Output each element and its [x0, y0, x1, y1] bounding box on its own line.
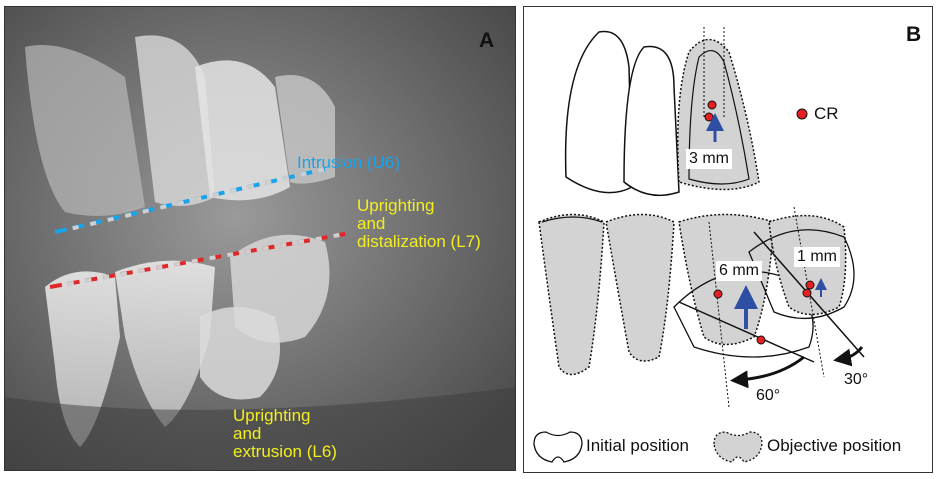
schematic-drawing [524, 7, 931, 471]
panel-b-letter: B [906, 23, 921, 47]
intrusion-label: Intrusion (U6) [297, 153, 400, 173]
upper-tooth-1 [566, 31, 632, 192]
upright-extrusion-label: Uprighting and extrusion (L6) [233, 407, 337, 461]
cr-dot [797, 109, 807, 119]
legend-objective-label: Objective position [767, 436, 901, 456]
schematic-panel: B CR 3 mm 6 mm 1 mm 60° 30° Initial posi… [523, 6, 933, 473]
radiograph-panel: A Intrusion (U6) Uprighting and distaliz… [4, 6, 516, 471]
lower-tooth-1 [539, 215, 604, 375]
angle-left-label: 60° [756, 387, 780, 405]
legend-initial-shape [534, 432, 582, 462]
legend-initial-label: Initial position [586, 436, 689, 456]
lower-tooth-2 [606, 215, 674, 362]
panel-a-letter: A [479, 29, 494, 53]
legend-objective-shape [714, 432, 762, 462]
lower-left-move-label: 6 mm [716, 261, 762, 281]
upper-tooth-2 [624, 47, 679, 196]
angle-right-label: 30° [844, 371, 868, 389]
upright-distal-label: Uprighting and distalization (L7) [357, 197, 481, 251]
upper-move-label: 3 mm [686, 149, 732, 169]
lower-right-move-label: 1 mm [794, 247, 840, 267]
cr-label: CR [814, 104, 839, 124]
